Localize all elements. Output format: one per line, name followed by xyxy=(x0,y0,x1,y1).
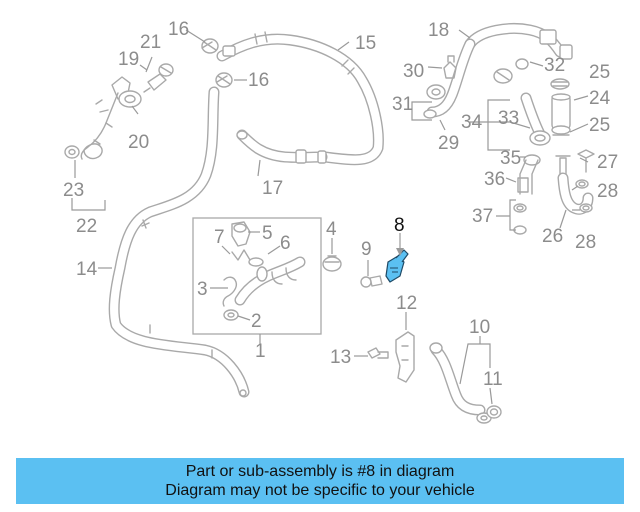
callout-30: 30 xyxy=(403,61,424,82)
coolant-fittings-group xyxy=(423,55,551,146)
callout-9: 9 xyxy=(361,239,372,260)
callout-11: 11 xyxy=(483,369,503,390)
callout-15: 15 xyxy=(355,33,376,54)
callout-28: 28 xyxy=(597,181,618,202)
callout-14: 14 xyxy=(76,259,98,280)
callout-31: 31 xyxy=(392,94,413,115)
callout-19: 19 xyxy=(118,49,139,70)
callout-6: 6 xyxy=(280,233,291,254)
callout-3: 3 xyxy=(197,279,208,300)
callout-16: 16 xyxy=(168,19,189,40)
bracket-12 xyxy=(395,331,415,383)
clamp-16 xyxy=(201,38,233,88)
callout-17: 17 xyxy=(262,178,283,199)
fittings-26-28 xyxy=(513,149,595,235)
callout-24: 24 xyxy=(589,88,611,109)
assembly-box-1 xyxy=(192,217,322,335)
callout-18: 18 xyxy=(428,20,449,41)
callout-4: 4 xyxy=(326,219,337,240)
callout-36: 36 xyxy=(484,169,505,190)
bolt-9 xyxy=(360,275,383,288)
callout-16: 16 xyxy=(248,70,269,91)
callout-33: 33 xyxy=(498,108,519,129)
callout-28: 28 xyxy=(575,232,596,253)
hose-17 xyxy=(236,129,328,164)
callout-34: 34 xyxy=(461,112,483,133)
reservoir-24-cap-25 xyxy=(550,78,571,136)
callout-27: 27 xyxy=(597,152,618,173)
callout-23: 23 xyxy=(63,180,84,201)
callout-labels: 16 16 15 21 19 20 23 22 17 18 32 30 25 2… xyxy=(63,19,618,390)
hose-14 xyxy=(108,86,250,398)
callout-26: 26 xyxy=(542,226,563,247)
callout-8-highlighted: 8 xyxy=(394,215,405,236)
callout-12: 12 xyxy=(396,293,417,314)
callout-21: 21 xyxy=(140,32,161,53)
callout-25: 25 xyxy=(589,115,610,136)
cap-4 xyxy=(322,255,342,272)
info-banner: Part or sub-assembly is #8 in diagram Di… xyxy=(16,458,624,504)
callout-10: 10 xyxy=(469,317,490,338)
part-8-highlighted xyxy=(385,249,409,283)
banner-line-disclaimer: Diagram may not be specific to your vehi… xyxy=(165,482,475,499)
callout-32: 32 xyxy=(544,55,565,76)
callout-7: 7 xyxy=(214,227,225,248)
callout-22: 22 xyxy=(76,216,97,237)
hose-18 xyxy=(426,23,573,118)
callout-20: 20 xyxy=(128,132,149,153)
leader-lines xyxy=(71,29,589,405)
bolt-13 xyxy=(367,347,389,359)
callout-37: 37 xyxy=(472,206,493,227)
callout-2: 2 xyxy=(251,311,262,332)
callout-35: 35 xyxy=(500,148,521,169)
thermostat-housing-group xyxy=(64,63,174,160)
hose-15 xyxy=(216,31,384,166)
pipe-10 xyxy=(429,342,502,424)
callout-25: 25 xyxy=(589,62,610,83)
callout-5: 5 xyxy=(262,223,273,244)
callout-29: 29 xyxy=(438,133,459,154)
banner-line-part-number: Part or sub-assembly is #8 in diagram xyxy=(185,463,455,480)
callout-13: 13 xyxy=(330,347,351,368)
parts-diagram: 16 16 15 21 19 20 23 22 17 18 32 30 25 2… xyxy=(63,19,618,424)
callout-1: 1 xyxy=(255,341,266,362)
